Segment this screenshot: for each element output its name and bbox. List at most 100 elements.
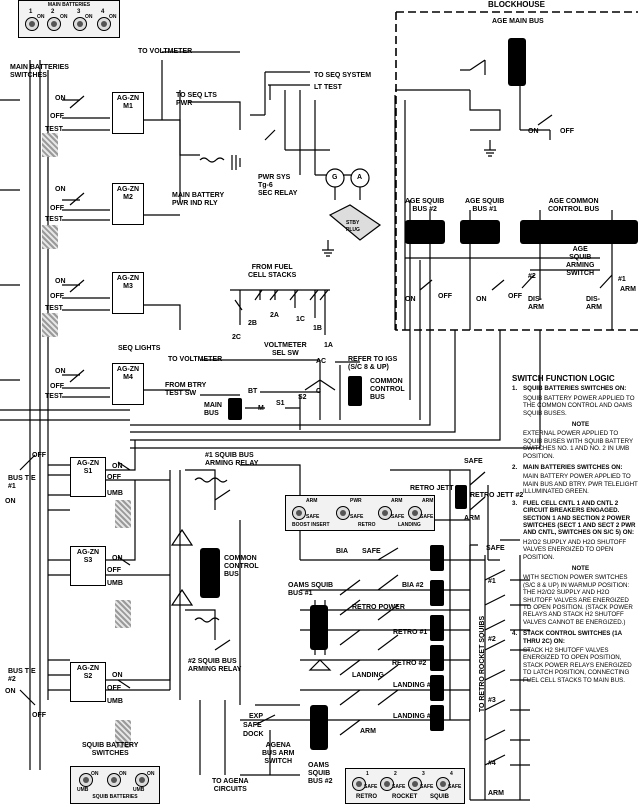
main-battery-knob-mark-2: 2: [51, 9, 55, 15]
m1-test: TEST: [45, 126, 63, 133]
oams-squib-bus-1-bar: [310, 605, 328, 650]
main-bus: MAIN BUS: [204, 402, 222, 417]
main-bus-bar: [228, 398, 242, 420]
lt-test: LT TEST: [314, 84, 342, 91]
squib-num-4: #4: [488, 760, 496, 767]
boost-insert-knob-1[interactable]: [292, 506, 306, 520]
arm-label-bottom: ARM: [360, 728, 376, 735]
age-squib-arming-switch: AGE SQUIB ARMING SWITCH: [566, 246, 595, 277]
retro-2-label: RETRO #2: [392, 660, 427, 667]
main-battery-knob-4[interactable]: [97, 17, 111, 31]
s2-off: OFF: [107, 685, 121, 692]
s2-umb: UMB: [107, 698, 123, 705]
retro-squib-knob-2[interactable]: [380, 777, 394, 791]
bt-label: BT: [248, 388, 258, 395]
logic-item: 3.FUEL CELL CNTL 1 AND CNTL 2 CIRCUIT BR…: [512, 500, 638, 537]
landing-2-label: LANDING #2: [393, 713, 435, 720]
m3-test: TEST: [45, 305, 63, 312]
bia-2-label: BIA #2: [402, 582, 424, 589]
battery-m2: AG-ZN M2: [112, 183, 144, 225]
squib-arming-relay-2: #2 SQUIB BUS ARMING RELAY: [188, 658, 242, 673]
to-agena-circuits: TO AGENA CIRCUITS: [212, 778, 249, 793]
main-battery-knob-mark-3: 3: [77, 9, 81, 15]
retro-power-label: RETRO POWER: [352, 604, 405, 611]
squib-battery-sub-2: UMB: [133, 787, 145, 793]
logic-item-head: SQUIB BATTERIES SWITCHES ON:: [523, 385, 627, 393]
m3-on: ON: [55, 278, 66, 285]
boost-insert-retro: RETRO: [358, 522, 376, 528]
blockhouse-title: BLOCKHOUSE: [488, 0, 545, 9]
squib-battery-knob-1[interactable]: [79, 773, 93, 787]
common-control-bus: COMMON CONTROL BUS: [370, 378, 405, 401]
bh-s1-on: ON: [476, 296, 487, 303]
hatch-area: [42, 313, 58, 337]
squib-arming-relay-1: #1 SQUIB BUS ARMING RELAY: [205, 452, 259, 467]
boost-insert-knob-label-3: ARM: [391, 498, 403, 504]
hatch-area: [42, 225, 58, 249]
boost-insert-sub-4: SAFE: [420, 514, 434, 520]
boost-insert-knob-3[interactable]: [378, 506, 392, 520]
logic-item-number: 4.: [512, 630, 518, 638]
boost-insert-knob-label-4: ARM: [422, 498, 434, 504]
bh-n2: #2: [528, 273, 536, 280]
left-trunk: [29, 60, 49, 770]
bh-s1-off: OFF: [508, 293, 522, 300]
battery-s3: AG-ZN S3: [70, 546, 106, 586]
battery-s2: AG-ZN S2: [70, 662, 106, 702]
logic-item-head: FUEL CELL CNTL 1 AND CNTL 2 CIRCUIT BREA…: [523, 499, 636, 537]
safe-jett-label: SAFE: [464, 458, 483, 465]
logic-note-text: WITH SECTION POWER SWITCHES (S/C 8 & UP)…: [523, 574, 633, 626]
m2-on: ON: [55, 186, 66, 193]
bus-tie-1-off: OFF: [32, 452, 46, 459]
logic-item: 4.STACK CONTROL SWITCHES (1A THRU 2C) ON…: [512, 630, 638, 645]
s2-on: ON: [112, 672, 123, 679]
main-battery-knob-1[interactable]: [25, 17, 39, 31]
squib-batteries-title: SQUIB BATTERIES: [92, 794, 138, 800]
boost-insert-knob-2[interactable]: [336, 506, 350, 520]
logic-item-text: STACK H2 SHUTOFF VALVES ENERGIZED TO OPE…: [523, 647, 632, 684]
main-batteries-title: MAIN BATTERIES: [47, 2, 91, 8]
main-battery-knob-label-2: ON: [60, 14, 68, 20]
safe-retro-bus-label: SAFE: [486, 545, 505, 552]
retro-squib-knob-label-4: 4: [450, 771, 453, 777]
retro-squib-knob-1[interactable]: [352, 777, 366, 791]
agena-bus-arm-switch: AGENA BUS ARM SWITCH: [262, 742, 295, 765]
logic-item-text: H2/O2 SUPPLY AND H2O SHUTOFF VALVES ENER…: [523, 538, 627, 561]
boost-insert-sub-1: SAFE: [306, 514, 320, 520]
retro-squib-knob-4[interactable]: [436, 777, 450, 791]
logic-item-text: MAIN BATTERY POWER APPLIED TO MAIN BUS A…: [523, 473, 638, 496]
squib-battery-knob-label-2: ON: [119, 771, 127, 777]
retro-panel-title-squib: SQUIB: [430, 794, 450, 800]
main-batteries-panel: MAIN BATTERIES 1 2 3 4 ON ON ON ON: [18, 0, 120, 38]
main-battery-knob-3[interactable]: [73, 17, 87, 31]
squib-batteries-panel: ON ON ON UMB UMB SQUIB BATTERIES: [70, 766, 160, 804]
pwr-sys-relay: PWR SYS Tg-6 SEC RELAY: [258, 174, 298, 197]
main-battery-knob-2[interactable]: [47, 17, 61, 31]
squib-num-1: #1: [488, 578, 496, 585]
s1-on: ON: [112, 463, 123, 470]
squib-battery-knob-2[interactable]: [107, 773, 121, 787]
retro-panel-title-retro: RETRO: [356, 794, 377, 800]
boost-insert-knob-4[interactable]: [408, 506, 422, 520]
stack-1a: 1A: [324, 342, 333, 349]
safe-label: SAFE: [362, 548, 381, 555]
bh-s2-off: OFF: [438, 293, 452, 300]
to-seq-system: TO SEQ SYSTEM: [314, 72, 372, 79]
voltmeter-sel-sw: VOLTMETER SEL SW: [264, 342, 307, 357]
age-squib-bus-2-bar: [405, 220, 445, 244]
logic-item-head: MAIN BATTERIES SWITCHES ON:: [523, 464, 623, 472]
retro-squib-knob-label-2: 2: [394, 771, 397, 777]
m1-on: ON: [55, 95, 66, 102]
common-control-busbar: [348, 376, 362, 406]
stack-2a: 2A: [270, 312, 279, 319]
bh-main-off: OFF: [560, 128, 574, 135]
oams-squib-bus-2-bar: [310, 705, 328, 750]
boost-insert-title: BOOST INSERT: [292, 522, 330, 528]
landing-1-label: LANDING #1: [393, 682, 435, 689]
retro-squib-knob-3[interactable]: [408, 777, 422, 791]
main-battery-relay: MAIN BATTERY PWR IND RLY: [172, 192, 225, 207]
squib-battery-knob-3[interactable]: [135, 773, 149, 787]
common-control-busbar-2: [200, 548, 220, 598]
main-battery-knob-label-4: ON: [109, 14, 117, 20]
age-squib-bus-1-bar: [460, 220, 500, 244]
